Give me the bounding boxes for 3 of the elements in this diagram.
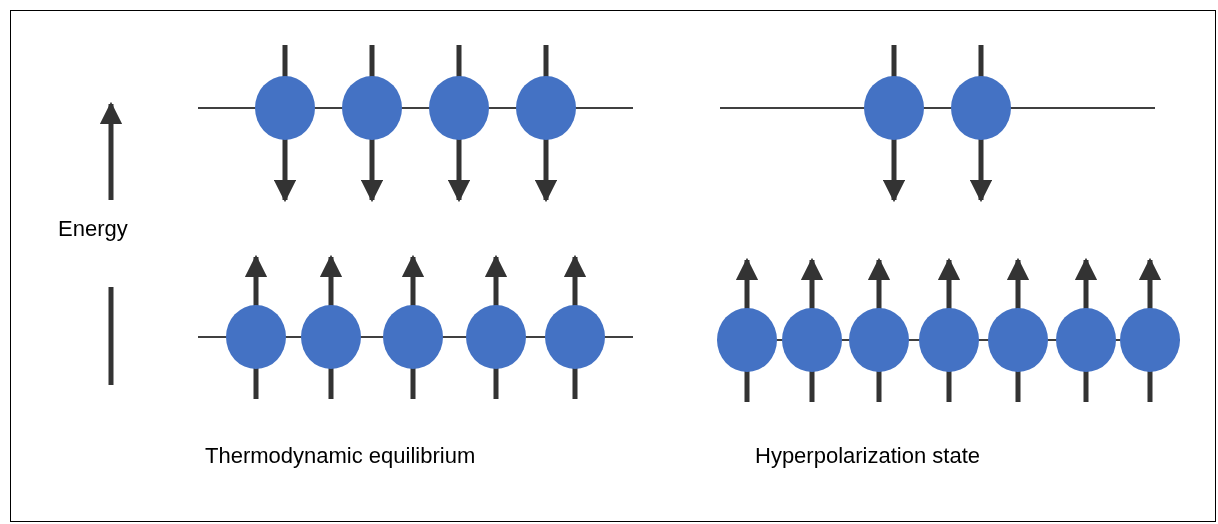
panel-caption: Hyperpolarization state xyxy=(755,445,980,467)
panel-caption: Thermodynamic equilibrium xyxy=(205,445,476,467)
axis-label: Energy xyxy=(58,218,128,240)
